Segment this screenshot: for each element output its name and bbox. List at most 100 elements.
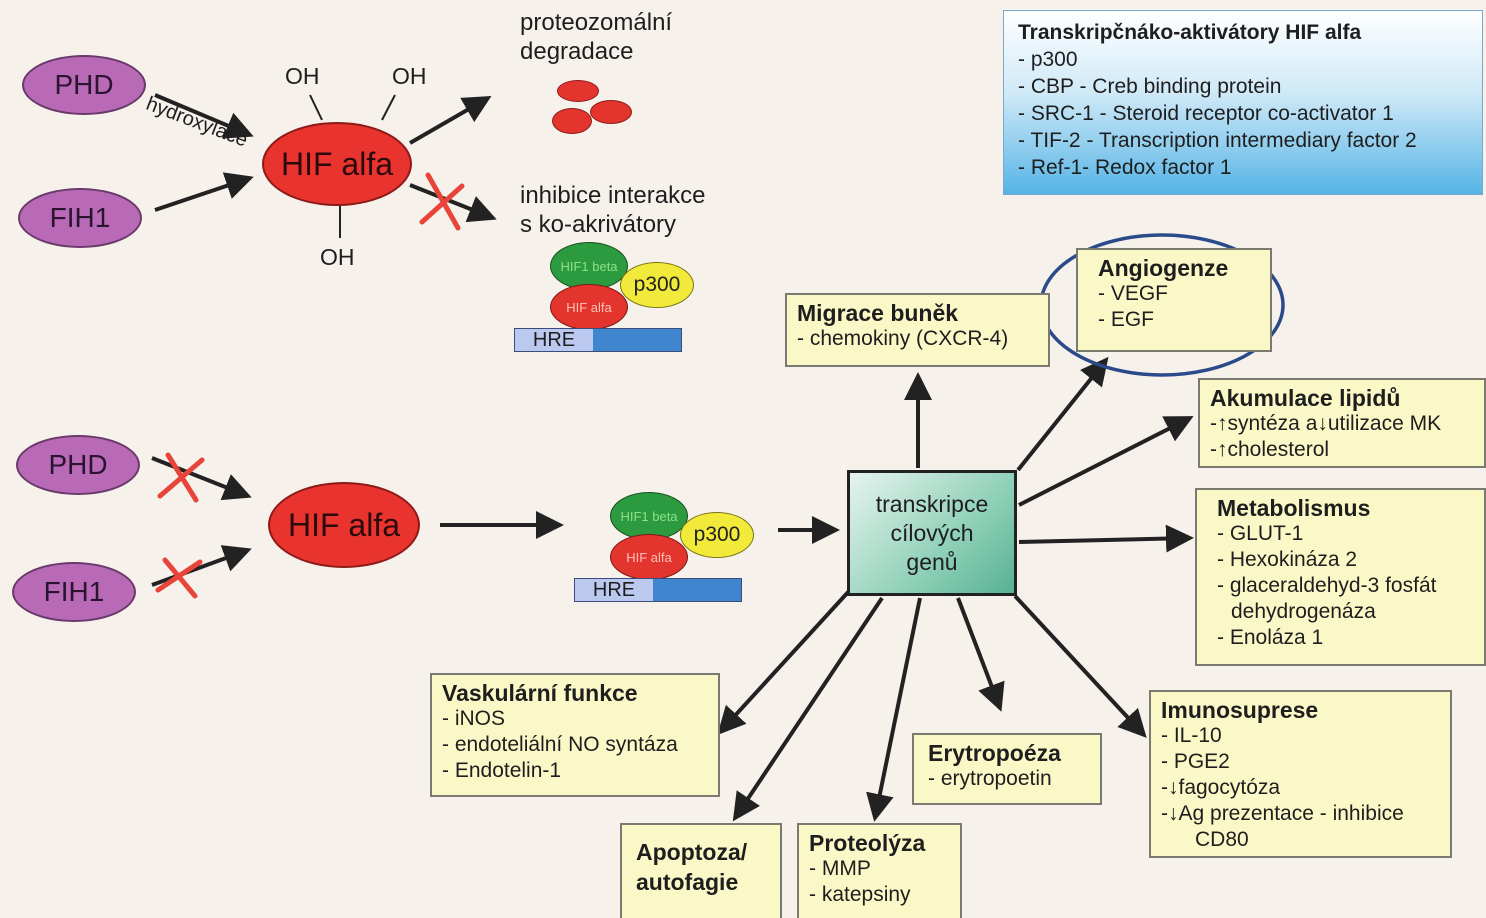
hif-complex-top: HIF1 beta p300 HIF alfa HRE [512, 238, 712, 378]
imunosuprese-item: - IL-10 [1161, 724, 1222, 747]
arrow-to-erytropoeza [956, 597, 1005, 712]
migrace-title: Migrace buněk [797, 300, 959, 326]
apoptoza-title: Apoptoza/ autofagie [636, 839, 748, 895]
coactivator-item: - SRC-1 - Steroid receptor co-activator … [1018, 102, 1394, 125]
p300-coactivator: p300 [620, 262, 694, 308]
imunosuprese-item: - PGE2 [1161, 750, 1230, 773]
arrow-phd-to-hif-blocked [151, 456, 252, 501]
hif-alfa-subunit: HIF alfa [610, 534, 688, 580]
apoptoza-box: Apoptoza/ autofagie [620, 823, 782, 918]
metabolismus-item: dehydrogenáza [1231, 600, 1376, 623]
migrace-item: - chemokiny (CXCR-4) [797, 327, 1009, 350]
oh-label-2: OH [392, 63, 427, 89]
imunosuprese-item: CD80 [1195, 828, 1249, 851]
center-line-1: transkripce [875, 490, 989, 517]
oh-label-1: OH [285, 63, 320, 89]
hre-element: HRE [514, 328, 682, 352]
imunosuprese-item: -↓Ag prezentace - inhibice [1161, 802, 1404, 825]
cross-icon [157, 452, 205, 503]
hif-alfa-bottom: HIF alfa [268, 482, 420, 568]
oh-label-3: OH [320, 244, 355, 270]
arrow-fih1-to-hif [154, 172, 254, 212]
metabolismus-box: Metabolismus - GLUT-1 - Hexokináza 2 - g… [1195, 488, 1486, 666]
imunosuprese-box: Imunosuprese - IL-10 - PGE2 -↓fagocytóza… [1149, 690, 1452, 858]
hif-alfa-subunit: HIF alfa [550, 284, 628, 330]
center-line-3: genů [906, 548, 958, 575]
arrow-to-vaskularni [717, 588, 852, 735]
cross-icon [419, 172, 465, 231]
p300-coactivator: p300 [680, 512, 754, 558]
imunosuprese-title: Imunosuprese [1161, 697, 1319, 723]
degradation-fragment [552, 108, 592, 134]
metabolismus-item: - Hexokináza 2 [1217, 548, 1358, 571]
phd-enzyme-top: PHD [22, 55, 146, 115]
arrow-to-angiogeneze [1016, 356, 1109, 472]
proteolyza-box: Proteolýza - MMP - katepsiny [797, 823, 962, 918]
center-line-2: cílových [890, 519, 974, 546]
inhibition-label: inhibice interakce s ko-akrivátory [520, 181, 705, 239]
fih1-enzyme-top: FIH1 [18, 188, 142, 248]
hre-label: HRE [575, 579, 653, 601]
coactivator-item: - CBP - Creb binding protein [1018, 75, 1282, 98]
oh-bond-1 [309, 94, 323, 121]
coactivator-item: - Ref-1- Redox factor 1 [1018, 156, 1232, 179]
arrow-hif-to-degradation [409, 96, 492, 145]
degradation-fragment [557, 80, 599, 102]
lipidy-title: Akumulace lipidů [1210, 385, 1401, 411]
arrow-to-imunosuprese [1013, 594, 1147, 738]
metabolismus-item: - GLUT-1 [1217, 522, 1304, 545]
gene-transcription-box: transkripce cílových genů [847, 470, 1017, 596]
inhibition-line-1: inhibice interakce [520, 182, 706, 209]
erytropoeza-title: Erytropoéza [928, 740, 1061, 766]
cross-icon [155, 557, 203, 599]
arrow-to-lipidy [1018, 416, 1194, 507]
phd-enzyme-bottom: PHD [16, 435, 140, 495]
angiogeneze-box: Angiogenze - VEGF - EGF [1076, 248, 1272, 352]
vaskularni-item: - endoteliální NO syntáza [442, 733, 678, 756]
oh-bond-2 [381, 94, 396, 121]
proteolyza-item: - MMP [809, 857, 871, 880]
metabolismus-title: Metabolismus [1217, 495, 1371, 521]
angiogeneze-title: Angiogenze [1098, 255, 1229, 281]
metabolismus-item: - Enoláza 1 [1217, 626, 1324, 649]
fih1-enzyme-bottom: FIH1 [12, 562, 136, 622]
lipidy-item: -↑cholesterol [1210, 438, 1330, 461]
degradation-fragment [590, 100, 632, 124]
vaskularni-item: - iNOS [442, 707, 505, 730]
dna-strand [653, 579, 741, 601]
vaskularni-box: Vaskulární funkce - iNOS - endoteliální … [430, 673, 720, 797]
arrow-phd-to-hif [154, 93, 254, 139]
vaskularni-title: Vaskulární funkce [442, 680, 638, 706]
hre-element: HRE [574, 578, 742, 602]
hif1-beta-subunit: HIF1 beta [550, 242, 628, 290]
degradation-line-1: proteozomální [520, 9, 673, 36]
arrow-fih1-to-hif-blocked [151, 545, 252, 587]
arrow-to-metabolismus [1018, 524, 1194, 553]
arrow-hif-to-inhibition [409, 183, 497, 223]
coactivator-item: - TIF-2 - Transcription intermediary fac… [1018, 129, 1417, 152]
hif-alfa-top: HIF alfa [262, 122, 412, 206]
inhibition-line-2: s ko-akrivátory [520, 211, 677, 238]
angiogeneze-item: - EGF [1098, 308, 1154, 331]
coactivators-box: Transkripčnáko-aktivátory HIF alfa - p30… [1003, 10, 1483, 195]
arrow-to-proteolyza [866, 597, 922, 822]
vaskularni-item: - Endotelin-1 [442, 759, 562, 782]
coactivators-title: Transkripčnáko-aktivátory HIF alfa [1018, 21, 1362, 44]
erytropoeza-box: Erytropoéza - erytropoetin [912, 733, 1102, 805]
coactivator-item: - p300 [1018, 48, 1078, 71]
imunosuprese-item: -↓fagocytóza [1161, 776, 1281, 799]
arrow-to-apoptoza [732, 596, 884, 822]
metabolismus-item: - glaceraldehyd-3 fosfát [1217, 574, 1437, 597]
dna-strand [593, 329, 681, 351]
hif-complex-bottom: HIF1 beta p300 HIF alfa HRE [572, 488, 772, 628]
proteolyza-item: - katepsiny [809, 883, 911, 906]
hif1-beta-subunit: HIF1 beta [610, 492, 688, 540]
angiogeneze-item: - VEGF [1098, 282, 1169, 305]
hre-label: HRE [515, 329, 593, 351]
degradation-label: proteozomální degradace [520, 8, 672, 66]
lipidy-box: Akumulace lipidů -↑syntéza a↓utilizace M… [1198, 378, 1486, 468]
migrace-box: Migrace buněk - chemokiny (CXCR-4) [785, 293, 1050, 367]
erytropoeza-item: - erytropoetin [928, 767, 1052, 790]
lipidy-item: -↑syntéza a↓utilizace MK [1210, 412, 1442, 435]
degradation-line-2: degradace [520, 38, 634, 65]
